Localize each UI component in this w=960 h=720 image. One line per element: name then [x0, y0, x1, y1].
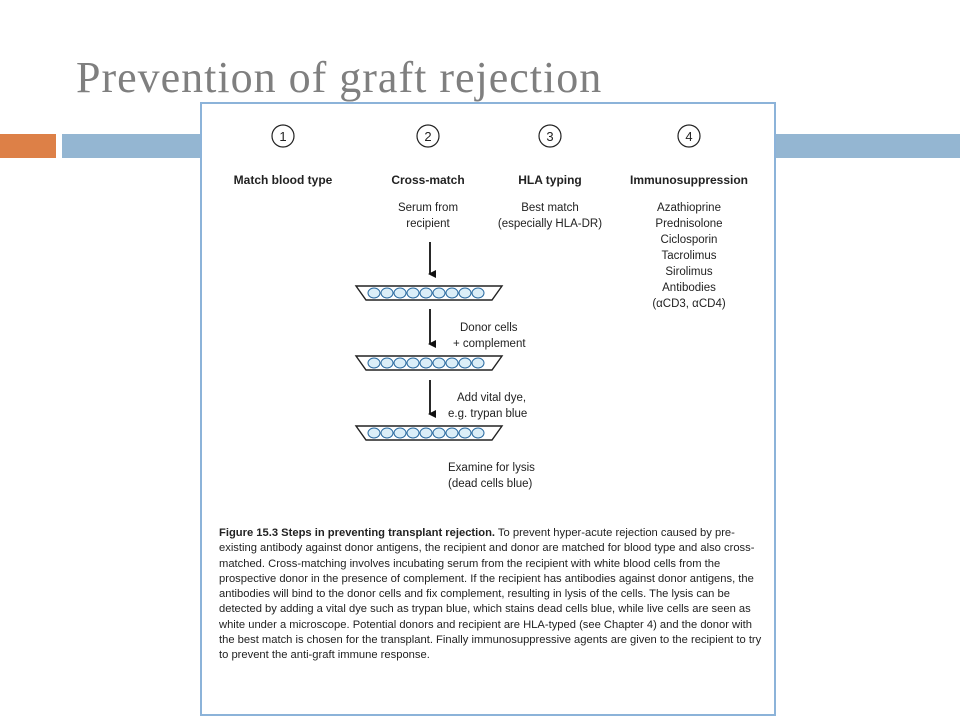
procedure-label-3b: (dead cells blue) — [448, 478, 533, 490]
step-4-heading: Immunosuppression — [630, 173, 748, 187]
immuno-line-6: Antibodies — [662, 282, 716, 294]
well-plate-2 — [356, 356, 502, 370]
immuno-line-1: Azathioprine — [657, 202, 721, 214]
cross-match-line-2: recipient — [406, 218, 450, 230]
figure-caption: Figure 15.3 Steps in preventing transpla… — [219, 526, 764, 664]
procedure-label-3a: Examine for lysis — [448, 462, 535, 474]
immuno-line-2: Prednisolone — [655, 218, 722, 230]
immuno-line-4: Tacrolimus — [662, 250, 717, 262]
step-4-circle: 4 — [678, 125, 700, 147]
well-plate-1 — [356, 286, 502, 300]
figure-panel: 1 2 3 4 Match blood type Cross-match HLA… — [200, 102, 776, 716]
step-1-circle: 1 — [272, 125, 294, 147]
hla-line-2: (especially HLA-DR) — [498, 218, 602, 230]
immuno-line-5: Sirolimus — [665, 266, 713, 278]
immuno-line-7: (αCD3, αCD4) — [652, 298, 726, 310]
accent-bar-blue-left — [62, 134, 202, 158]
step-2-circle: 2 — [417, 125, 439, 147]
caption-label: Figure 15.3 Steps in preventing transpla… — [219, 527, 495, 539]
svg-text:3: 3 — [546, 129, 553, 144]
step-1-heading: Match blood type — [234, 173, 333, 187]
accent-bar-orange — [0, 134, 56, 158]
procedure-label-1b: + complement — [453, 338, 526, 350]
figure-diagram: 1 2 3 4 Match blood type Cross-match HLA… — [202, 104, 774, 524]
slide-title: Prevention of graft rejection — [76, 52, 602, 103]
step-3-heading: HLA typing — [518, 173, 582, 187]
procedure-label-2a: Add vital dye, — [457, 392, 526, 404]
cross-match-line-1: Serum from — [398, 202, 458, 214]
hla-line-1: Best match — [521, 202, 579, 214]
step-2-heading: Cross-match — [391, 173, 464, 187]
procedure-label-1a: Donor cells — [460, 322, 518, 334]
step-3-circle: 3 — [539, 125, 561, 147]
procedure-label-2b: e.g. trypan blue — [448, 408, 527, 420]
svg-text:2: 2 — [424, 129, 431, 144]
well-plate-3 — [356, 426, 502, 440]
svg-text:4: 4 — [685, 129, 692, 144]
accent-bar-blue-right — [776, 134, 960, 158]
immuno-line-3: Ciclosporin — [661, 234, 718, 246]
svg-text:1: 1 — [279, 129, 286, 144]
caption-text: To prevent hyper-acute rejection caused … — [219, 527, 761, 661]
